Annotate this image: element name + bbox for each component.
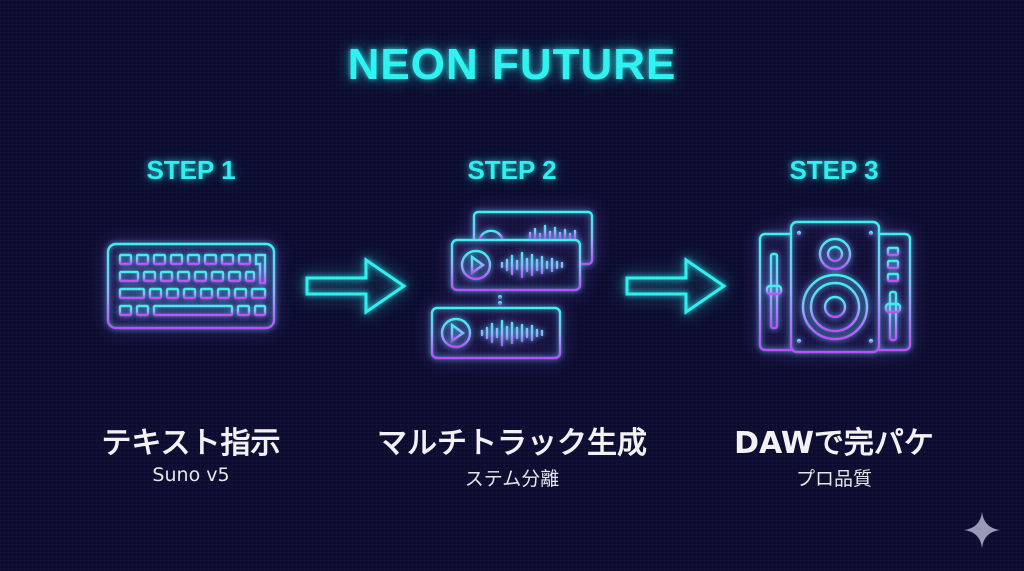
step-1-label: STEP 1 bbox=[146, 155, 236, 185]
step-1-title: テキスト指示 bbox=[101, 426, 281, 461]
step-3-title: DAWで完パケ bbox=[734, 426, 934, 461]
sparkle-icon bbox=[963, 511, 1001, 553]
step-1-subtitle: Suno v5 bbox=[152, 464, 230, 486]
page-title: NEON FUTURE bbox=[347, 40, 677, 89]
step-3-label: STEP 3 bbox=[789, 155, 879, 185]
arrow-right-icon bbox=[624, 257, 728, 319]
step-2-title: マルチトラック生成 bbox=[377, 426, 647, 461]
step-2-label: STEP 2 bbox=[467, 155, 557, 185]
keyboard-icon bbox=[106, 242, 276, 334]
audio-tracks-icon bbox=[430, 210, 596, 364]
step-2-subtitle: ステム分離 bbox=[464, 468, 560, 490]
step-3-subtitle: プロ品質 bbox=[795, 468, 872, 490]
arrow-right-icon bbox=[304, 257, 408, 319]
speaker-mixer-icon bbox=[757, 220, 913, 358]
